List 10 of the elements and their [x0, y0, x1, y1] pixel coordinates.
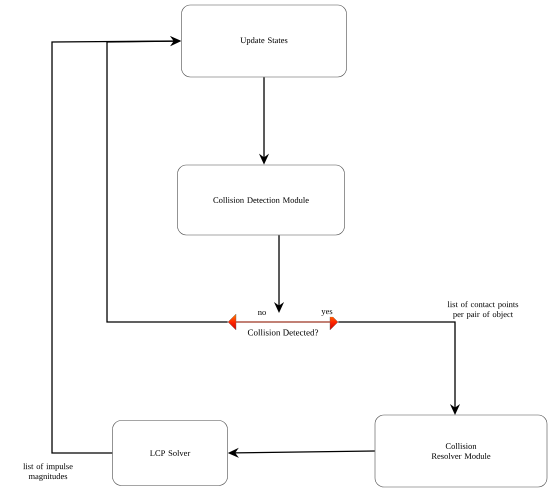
edge-label: yes: [321, 310, 332, 316]
process-box: Collision Detection Module: [177, 164, 345, 236]
process-box: Collision Resolver Module: [374, 414, 548, 488]
arrow: [106, 36, 228, 323]
note-text: list of contact points per pair of object: [448, 301, 518, 319]
note-text: list of impulse magnitudes: [23, 463, 73, 481]
node-label: Collision Detected?: [248, 329, 318, 336]
edge-label: no: [258, 310, 266, 316]
process-box: Update States: [181, 4, 347, 78]
process-box: LCP Solver: [112, 420, 228, 486]
